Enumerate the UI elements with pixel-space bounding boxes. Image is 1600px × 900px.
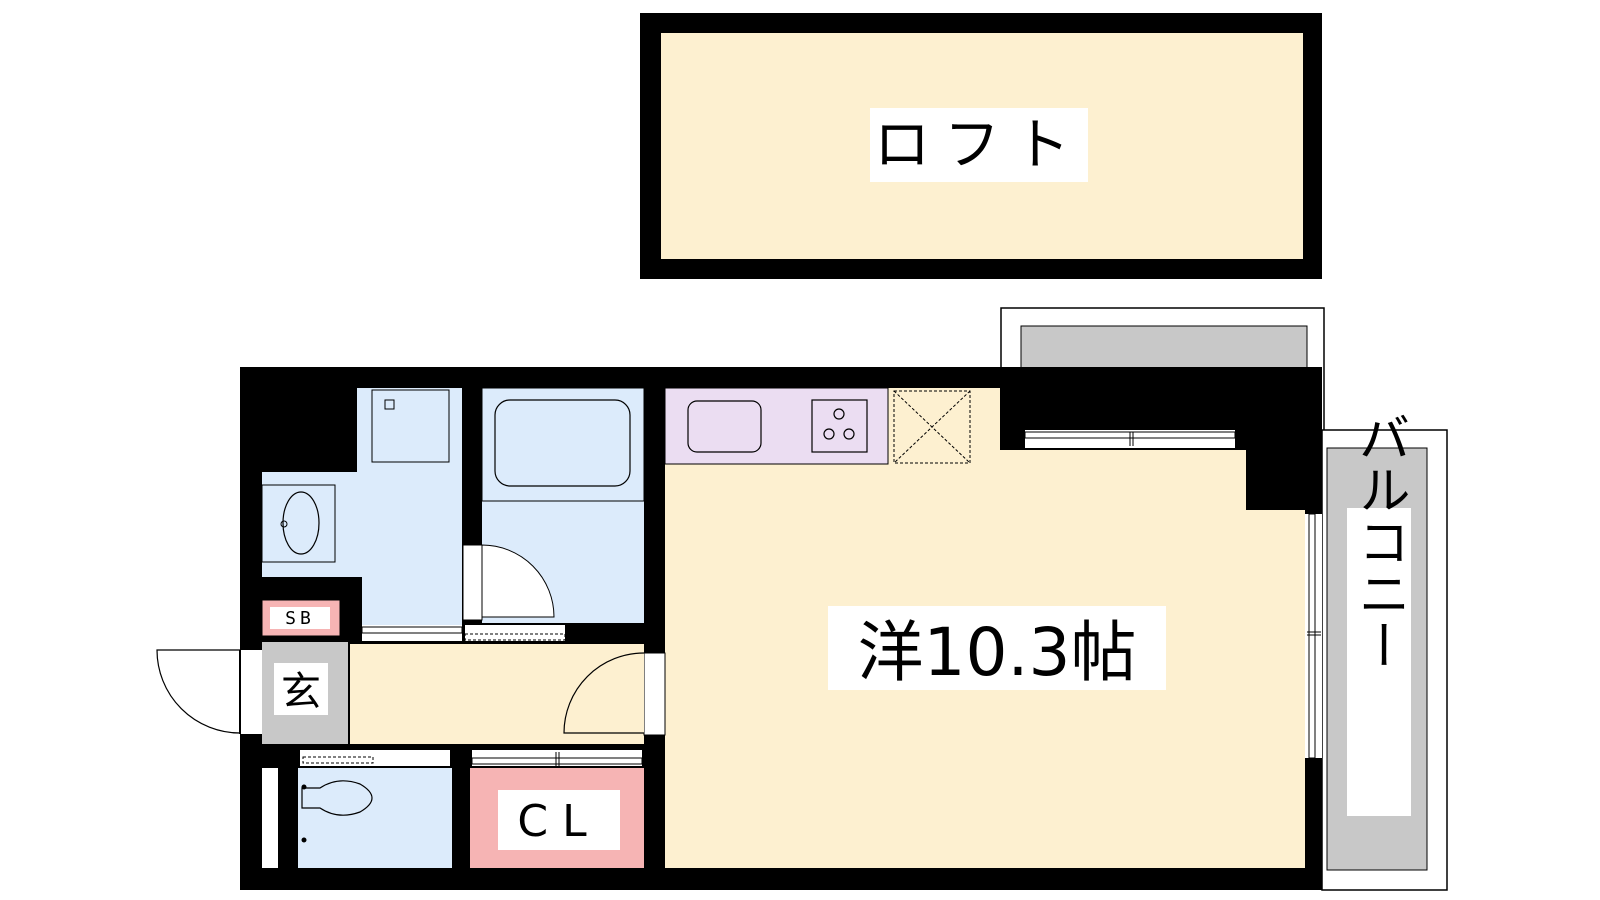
shoe-box-label: SB (285, 608, 315, 629)
sliding-doors (361, 625, 566, 641)
closet: CL (470, 750, 644, 868)
main-room-label-group: 洋10.3帖 (828, 606, 1166, 691)
room-door (563, 652, 645, 734)
loft-label: ロフト (874, 113, 1084, 178)
toilet-icon (301, 780, 373, 816)
main-room-label: 洋10.3帖 (858, 614, 1137, 691)
bathtub-icon (494, 399, 631, 487)
entrance: 玄 (156, 642, 348, 744)
loft-label-bg (870, 108, 1088, 182)
washroom (261, 388, 462, 625)
entrance-label: 玄 (281, 669, 321, 715)
toilet-room (262, 750, 452, 868)
entrance-door (156, 649, 241, 734)
right-balcony: バルコニー (1321, 411, 1448, 891)
balcony-label-bg (1347, 508, 1411, 816)
balcony-label: バルコニー (1349, 411, 1409, 671)
sink-icon (687, 400, 762, 453)
washbasin-icon (261, 484, 336, 563)
closet-label: CL (517, 796, 600, 847)
stove-icon (811, 399, 868, 453)
bathroom-door (481, 544, 555, 618)
washing-machine-space-icon (371, 389, 450, 463)
balcony-windows (1024, 430, 1322, 759)
loft: ロフト (640, 13, 1322, 279)
kitchen (664, 387, 971, 465)
hallway (350, 644, 666, 744)
shoe-box: SB (261, 599, 341, 637)
bathroom (462, 387, 645, 623)
